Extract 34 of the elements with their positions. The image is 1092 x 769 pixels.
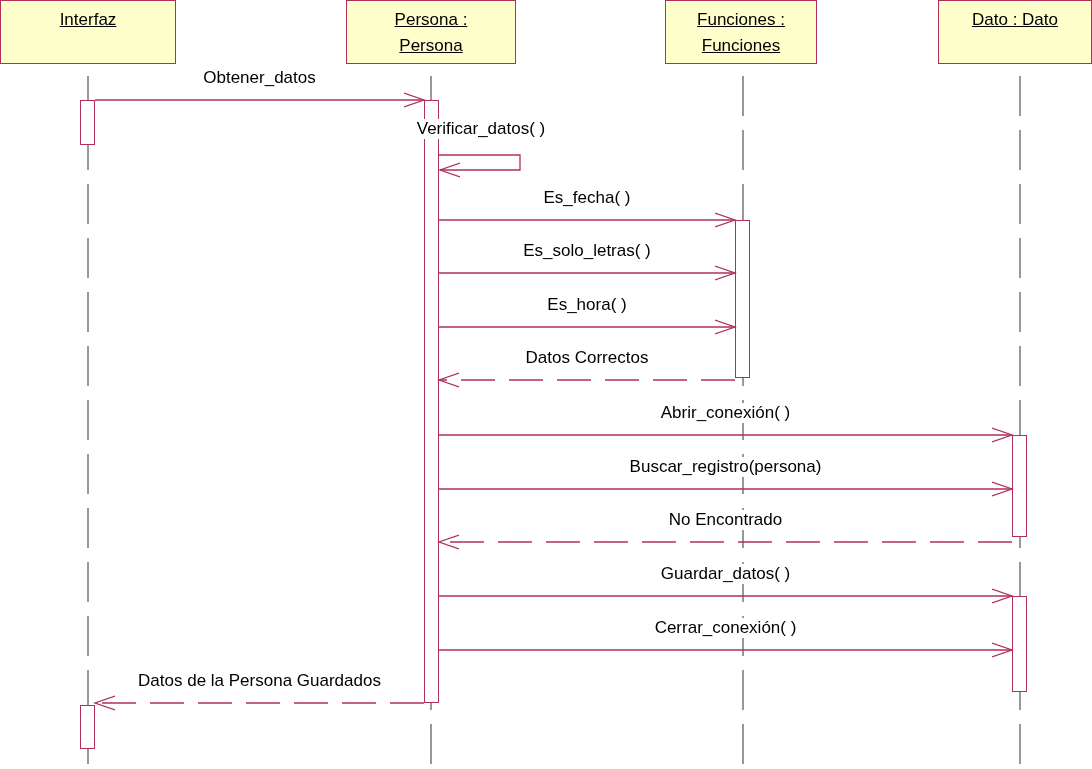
activation-bar: [1012, 435, 1027, 537]
message-arrow: [438, 588, 1013, 604]
message-arrow: [438, 642, 1013, 658]
message-label: Cerrar_conexión( ): [652, 618, 799, 638]
message-label: Es_hora( ): [545, 295, 629, 315]
message-arrow: [438, 212, 736, 228]
object-box: [665, 0, 817, 64]
message-label: Verificar_datos( ): [414, 119, 548, 139]
message-label: Buscar_registro(persona): [627, 457, 824, 477]
object-box: [0, 0, 176, 64]
return-arrow: [438, 534, 1013, 550]
message-arrow: [94, 92, 425, 108]
message-arrow: [438, 154, 521, 178]
activation-bar: [80, 705, 95, 749]
message-arrow: [438, 319, 736, 335]
object-name: Interfaz: [59, 10, 117, 29]
message-arrow: [438, 265, 736, 281]
activation-bar: [1012, 596, 1027, 692]
activation-bar: [735, 220, 750, 378]
message-label: Es_fecha( ): [541, 188, 633, 208]
object-name: Persona : Persona: [394, 10, 468, 55]
return-arrow: [94, 695, 425, 711]
object-box: [938, 0, 1092, 64]
message-label: Guardar_datos( ): [658, 564, 793, 584]
message-label: Abrir_conexión( ): [658, 403, 793, 423]
message-arrow: [438, 481, 1013, 497]
message-label: Obtener_datos: [201, 68, 318, 88]
object-name: Funciones : Funciones: [697, 10, 785, 55]
object-name: Dato : Dato: [972, 10, 1058, 29]
message-label: Es_solo_letras( ): [521, 241, 653, 261]
object-box: [346, 0, 516, 64]
activation-bar: [80, 100, 95, 145]
return-arrow: [438, 372, 736, 388]
message-arrow: [438, 427, 1013, 443]
